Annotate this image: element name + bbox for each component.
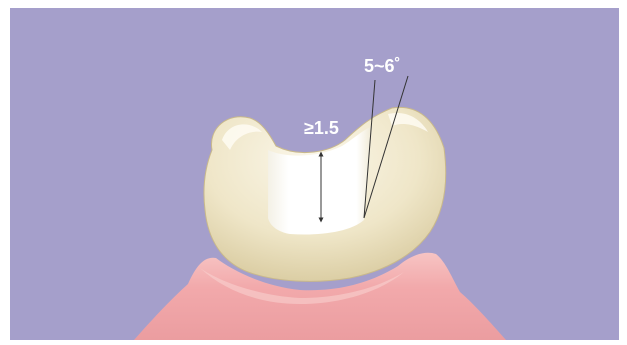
taper-angle-label: 5~6˚ [364,56,401,76]
thickness-label: ≥1.5 [304,118,339,138]
